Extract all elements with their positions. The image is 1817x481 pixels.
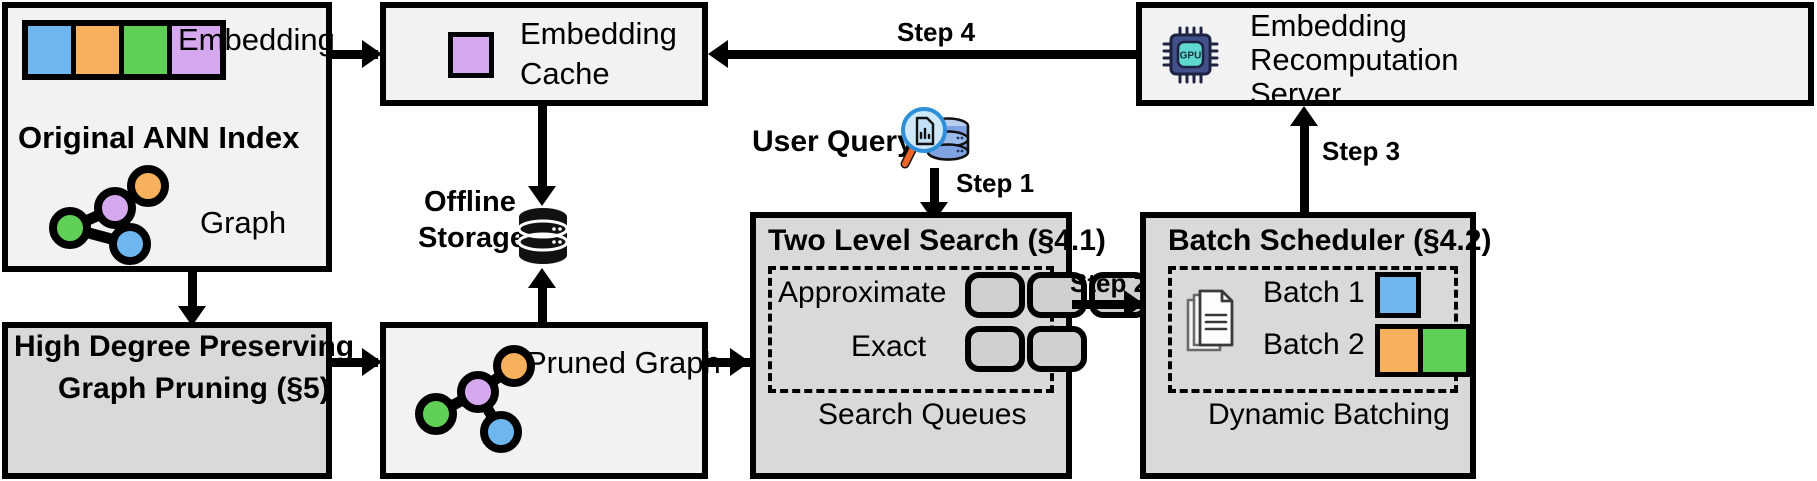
arrow-cache-to-storage-line (538, 106, 547, 192)
graph-label: Graph (200, 205, 287, 240)
gpu-icon-text: GPU (1180, 51, 1202, 62)
arrow-index-to-pruning-head (178, 306, 206, 326)
batch2-chip-green (1423, 329, 1466, 372)
batch2-chip-group (1375, 324, 1471, 377)
arrow-step1-line (930, 168, 939, 210)
user-query-label: User Query (752, 125, 914, 158)
arrow-index-to-cache-line (332, 50, 378, 59)
embedding-cell-orange (76, 26, 124, 74)
search-queues-caption: Search Queues (818, 398, 1027, 431)
embedding-cache-chip (448, 32, 494, 78)
graph-pruning-line1: High Degree Preserving (14, 330, 355, 363)
arrow-step4-head (708, 40, 728, 68)
server-line2: Recomputation (1250, 42, 1459, 77)
batch2-label: Batch 2 (1263, 328, 1365, 361)
gpu-chip-icon: GPU (1162, 26, 1219, 84)
step3-label: Step 3 (1322, 136, 1401, 166)
original-ann-index-title: Original ANN Index (18, 120, 300, 155)
server-line3: Server (1250, 76, 1342, 111)
arrow-pruned-to-storage-line (538, 285, 547, 323)
arrow-step3-head (1290, 106, 1318, 126)
node-embedding-cache[interactable] (380, 2, 708, 106)
graph-pruning-line2: Graph Pruning (§5) (58, 372, 330, 405)
arrow-pruned-to-search-line (708, 358, 750, 367)
arrow-step3-line (1300, 124, 1309, 214)
approximate-label: Approximate (778, 276, 947, 309)
offline-storage-line1: Offline (424, 186, 516, 218)
arrow-step2-head (1124, 290, 1144, 318)
arrow-pruned-to-search-head (730, 348, 750, 376)
batch1-chip-blue (1375, 272, 1421, 318)
arrow-index-to-cache-head (362, 40, 382, 68)
embedding-cell-purple (172, 26, 220, 74)
step4-label: Step 4 (897, 17, 976, 47)
queue-slot[interactable] (965, 326, 1025, 372)
arrow-index-to-pruning-line (188, 272, 197, 310)
step2-label: Step 2 (1070, 268, 1149, 298)
arrow-pruned-to-storage-head (528, 268, 556, 288)
query-search-database-icon (900, 107, 970, 169)
queue-slot[interactable] (1027, 326, 1087, 372)
server-line1: Embedding (1250, 8, 1407, 43)
node-embedding-recomputation-server[interactable] (1136, 2, 1814, 106)
node-graph-pruning[interactable] (2, 322, 332, 479)
queue-slot[interactable] (1027, 272, 1087, 318)
original-graph-icon (49, 165, 169, 265)
batch-scheduler-title: Batch Scheduler (§4.2) (1168, 224, 1492, 257)
exact-queue-row[interactable] (965, 326, 1087, 372)
offline-storage-line2: Storage (418, 222, 526, 254)
database-icon (517, 208, 569, 264)
documents-icon (1186, 289, 1234, 352)
embedding-label: Embedding (178, 22, 335, 57)
approximate-queue-row[interactable] (965, 272, 1149, 318)
two-level-search-title: Two Level Search (§4.1) (768, 224, 1106, 257)
embedding-cache-line2: Cache (520, 56, 610, 91)
dynamic-batching-caption: Dynamic Batching (1208, 398, 1450, 431)
queue-slot[interactable] (965, 272, 1025, 318)
batch2-chip-orange (1380, 329, 1423, 372)
arrow-pruning-to-pruned-head (362, 348, 382, 376)
embedding-cache-line1: Embedding (520, 16, 677, 51)
arrow-step2-line (1072, 300, 1142, 309)
arrow-cache-to-storage-head (528, 186, 556, 206)
pruned-graph-label: Pruned Graph (526, 345, 721, 380)
embedding-swatch-row (22, 20, 226, 80)
pruned-graph-icon (415, 345, 535, 453)
embedding-cell-green (124, 26, 172, 74)
step1-label: Step 1 (956, 168, 1035, 198)
batch1-label: Batch 1 (1263, 276, 1365, 309)
arrow-pruning-to-pruned-line (332, 358, 378, 367)
embedding-cell-blue (28, 26, 76, 74)
exact-label: Exact (851, 330, 927, 363)
arrow-step4-line (718, 50, 1138, 59)
